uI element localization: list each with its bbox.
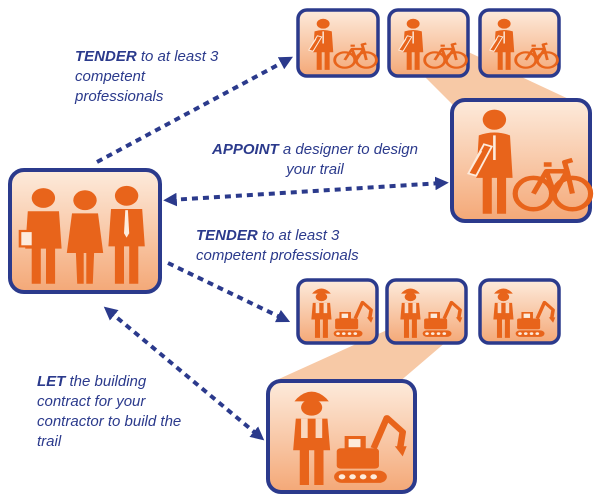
tender-designers-keyword: TENDER [75,48,137,65]
client-group-node [8,168,162,294]
designer-option-2 [387,8,470,78]
contractor-option-1 [296,278,379,345]
tender-contractors-keyword: TENDER [196,227,258,244]
tender-contractors-label: TENDER to at least 3 competent professio… [196,226,411,266]
tender-designers-label: TENDER to at least 3 competent professio… [75,47,225,107]
designer-option-3 [478,8,561,78]
appointed-contractor-node [266,379,417,494]
appoint-designer-label: APPOINT a designer to design your trail [210,140,420,180]
appoint-designer-keyword: APPOINT [212,141,279,158]
appoint-designer-text: a designer to design your trail [278,141,418,178]
contractor-option-3 [478,278,561,345]
appointed-designer-node [450,98,591,223]
let-contract-keyword: LET [37,373,66,390]
designer-option-1 [296,8,380,78]
appoint-designer-arrow [163,176,449,207]
tender-designers-arrow [96,56,293,164]
contractor-option-2 [385,278,468,345]
let-contract-text: the building contract for your contracto… [37,373,182,450]
tender-designers-text: to at least 3 competent professionals [75,48,219,105]
tender-contractors-arrow [167,261,291,323]
let-contract-label: LET the building contract for your contr… [37,372,197,452]
tender-contractors-text: to at least 3 competent professionals [196,227,359,264]
